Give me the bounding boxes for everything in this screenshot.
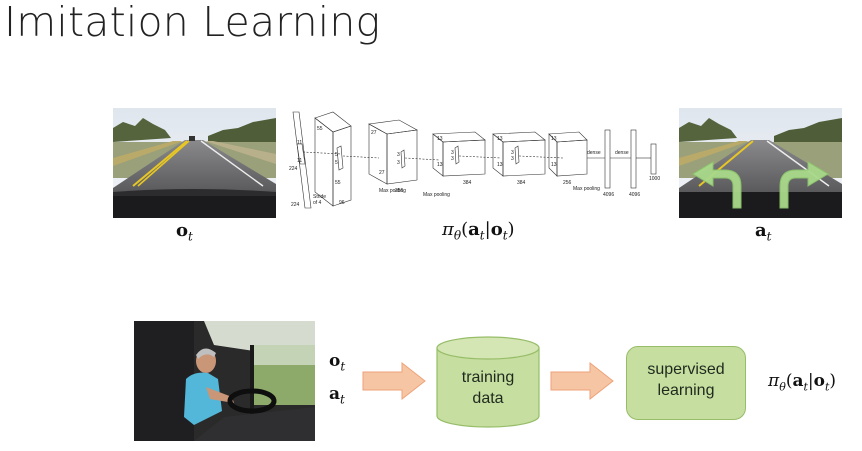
action-label-bottom: at xyxy=(329,384,345,407)
supervised-learning-label: supervised learning xyxy=(647,361,725,399)
cnn-label: 3 xyxy=(397,160,400,166)
cnn-dense-layer-1 xyxy=(604,129,611,189)
cnn-label: 384 xyxy=(463,180,472,186)
cnn-conv1-block xyxy=(314,111,352,207)
cnn-label: 11 xyxy=(297,140,302,146)
cnn-label: 3 xyxy=(511,150,514,156)
cnn-conv2-block xyxy=(368,119,418,185)
training-data-cylinder: training data xyxy=(436,336,540,428)
cnn-label: 27 xyxy=(379,170,385,176)
cnn-label: 96 xyxy=(339,200,345,206)
cnn-label: 5 xyxy=(335,160,338,166)
policy-label: πθ(at|ot) xyxy=(442,219,515,243)
cnn-input-layer xyxy=(292,111,312,209)
cnn-label: 256 xyxy=(395,188,404,194)
cnn-label: Max pooling xyxy=(573,186,600,192)
cnn-label: dense xyxy=(615,150,629,156)
training-data-label: training data xyxy=(461,369,515,407)
cnn-label: 224 xyxy=(289,166,298,172)
cnn-dense-layer-2 xyxy=(630,129,637,189)
road-image-input xyxy=(113,108,276,218)
cnn-label: 13 xyxy=(551,136,557,142)
cnn-label: Max pooling xyxy=(379,188,406,194)
cnn-conv3-block xyxy=(432,131,486,177)
cnn-label: 1000 xyxy=(649,176,660,182)
flow-arrow-1 xyxy=(362,361,426,401)
observation-label: ot xyxy=(176,220,193,244)
cnn-label: 3 xyxy=(451,156,454,162)
cnn-label: 27 xyxy=(371,130,377,136)
cnn-label: 384 xyxy=(517,180,526,186)
road-image-action xyxy=(679,108,842,218)
cnn-label: 55 xyxy=(317,126,323,132)
cnn-label: 256 xyxy=(563,180,572,186)
slide-title: Imitation Learning xyxy=(4,0,381,46)
cnn-label: 13 xyxy=(551,162,557,168)
cnn-output-layer xyxy=(650,143,657,175)
flow-arrow-2 xyxy=(550,361,614,401)
cnn-label: 13 xyxy=(497,136,503,142)
cnn-label: Stride xyxy=(313,194,326,200)
cnn-label: 3 xyxy=(511,156,514,162)
cnn-conv4-block xyxy=(492,131,546,177)
supervised-learning-box: supervised learning xyxy=(626,346,746,420)
cnn-label: 3 xyxy=(397,152,400,158)
cnn-label: 4096 xyxy=(629,192,640,198)
cnn-label: 55 xyxy=(335,180,341,186)
cnn-label: 13 xyxy=(497,162,503,168)
cnn-label: 11 xyxy=(297,158,302,164)
cnn-label: 224 xyxy=(291,202,300,208)
driver-photo xyxy=(134,321,315,441)
obs-label-bottom: ot xyxy=(329,351,346,374)
cnn-label: dense xyxy=(587,150,601,156)
steering-arrows-icon xyxy=(692,161,829,209)
cnn-label: Max pooling xyxy=(423,192,450,198)
action-label: at xyxy=(755,220,772,244)
cnn-label: 3 xyxy=(451,150,454,156)
cnn-label: 5 xyxy=(335,152,338,158)
cnn-conv5-block xyxy=(548,131,588,177)
cnn-label: of 4 xyxy=(313,200,322,206)
policy-label-bottom: πθ(at|ot) xyxy=(768,371,837,394)
cnn-architecture-diagram: 11 11 224 224 Stride of 4 55 55 5 5 96 2… xyxy=(287,104,669,216)
cnn-label: 13 xyxy=(437,136,443,142)
cnn-label: 4096 xyxy=(603,192,614,198)
cnn-label: 13 xyxy=(437,162,443,168)
